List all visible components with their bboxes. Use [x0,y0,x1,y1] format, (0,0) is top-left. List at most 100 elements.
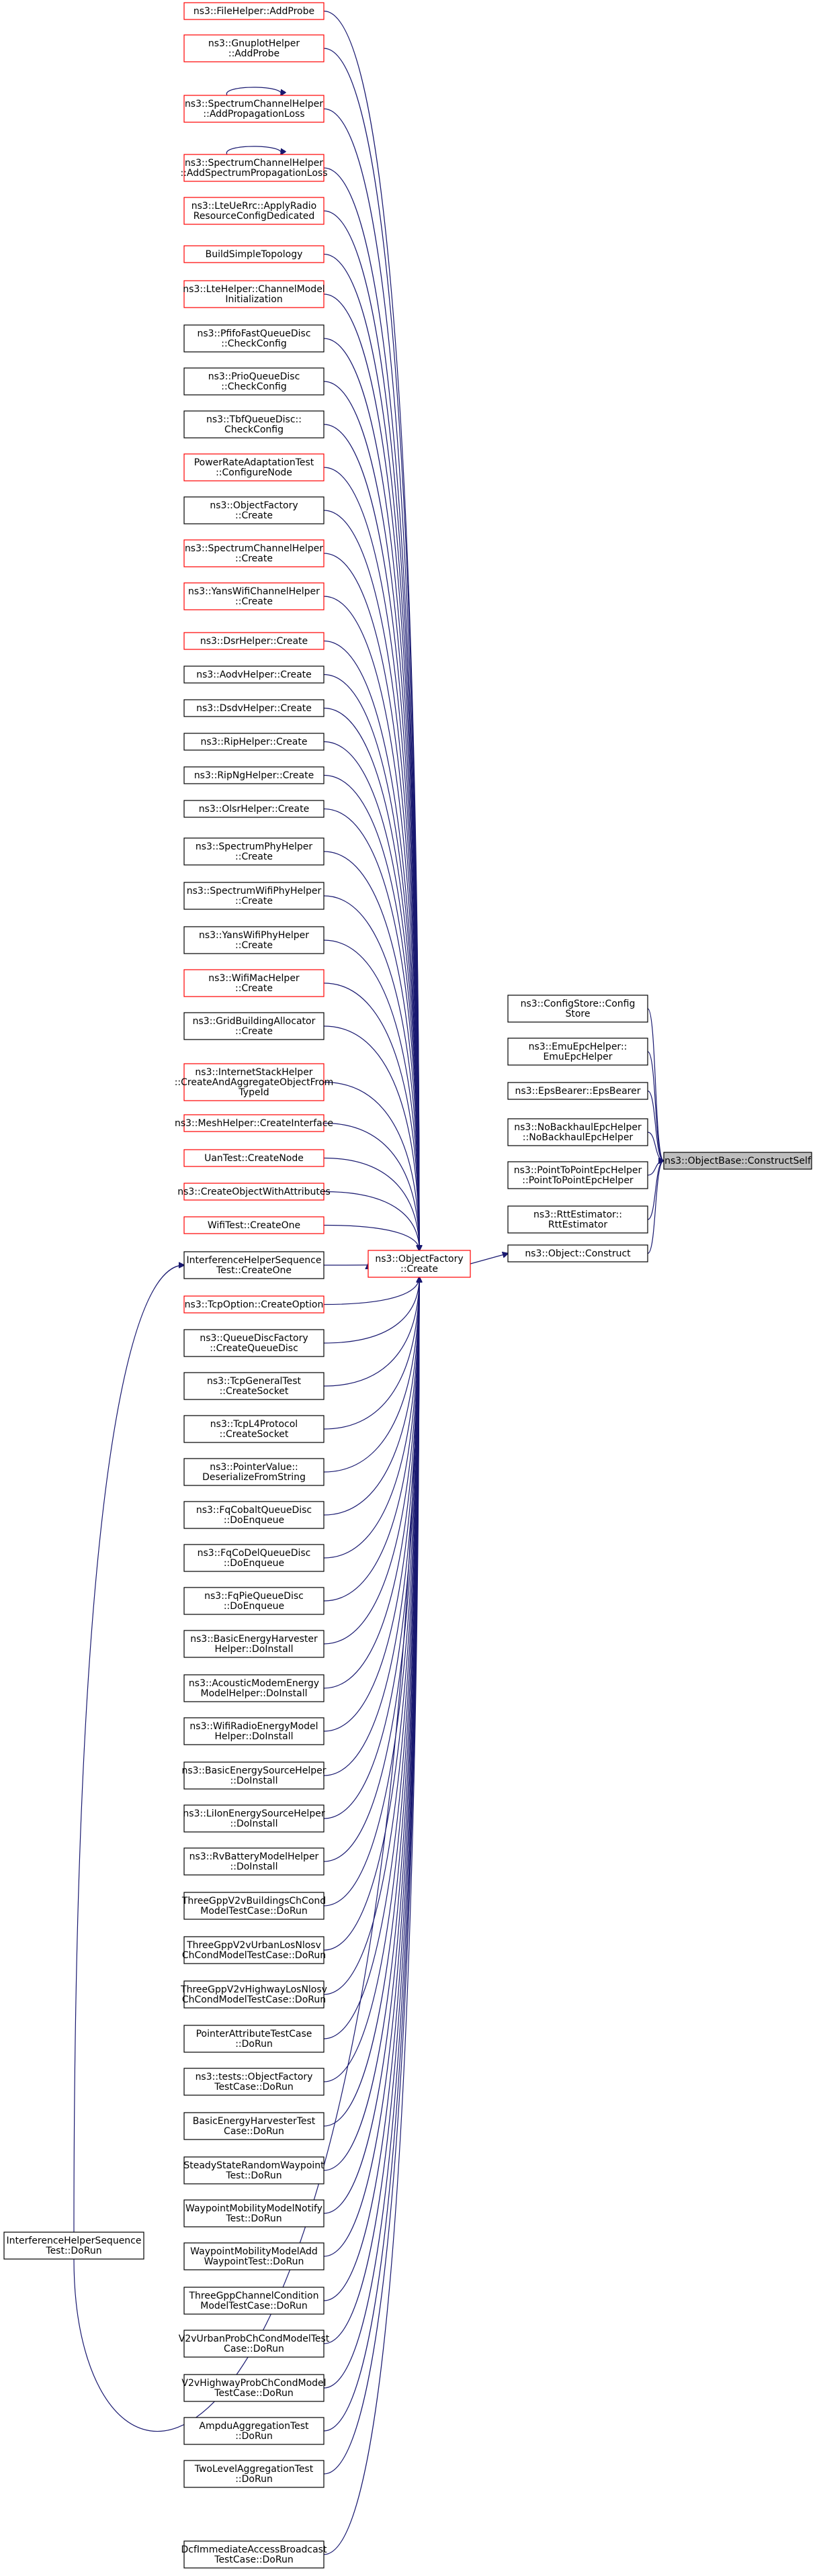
right-caller-node[interactable]: ns3::Object::Construct [507,1244,648,1262]
edge-caller-to-factory [323,939,419,1250]
caller-node-label-line: ::ConfigureNode [216,467,292,478]
caller-node-label-line: ::CreateSocket [220,1429,289,1440]
caller-node-box [183,324,325,353]
right-caller-node[interactable]: ns3::EmuEpcHelper::EmuEpcHelper [507,1038,648,1066]
caller-node[interactable]: ns3::InternetStackHelper::CreateAndAggre… [175,1063,334,1101]
nodes-layer: ns3::ObjectBase::ConstructSelf ns3::Confi… [3,2,812,2569]
caller-node[interactable]: ns3::OlsrHelper::Create [183,800,325,818]
caller-node[interactable]: ns3::FileHelper::AddProbe [183,2,325,20]
caller-node[interactable]: ns3::FqCobaltQueueDisc::DoEnqueue [183,1501,325,1529]
caller-node[interactable]: ns3::TcpOption::CreateOption [183,1295,325,1314]
factory-node-objectfactory-create[interactable]: ns3::ObjectFactory::Create [368,1250,471,1278]
caller-node[interactable]: ns3::MeshHelper::CreateInterface [175,1114,333,1132]
caller-node[interactable]: ns3::SpectrumChannelHelper::AddPropagati… [183,95,325,123]
caller-node[interactable]: ns3::FqCoDelQueueDisc::DoEnqueue [183,1544,325,1572]
caller-node[interactable]: ns3::SpectrumWifiPhyHelper::Create [183,882,325,910]
caller-node[interactable]: ns3::FqPieQueueDisc::DoEnqueue [183,1587,325,1615]
caller-node[interactable]: ns3::RvBatteryModelHelper::DoInstall [183,1847,325,1876]
caller-node-box [183,1329,325,1357]
caller-node[interactable]: ThreeGppChannelConditionModelTestCase::D… [183,2287,325,2315]
right-caller-node[interactable]: ns3::EpsBearer::EpsBearer [507,1082,648,1100]
caller-node-label-line: ThreeGppV2vUrbanLosNlosv [186,1940,321,1951]
caller-node[interactable]: ns3::PrioQueueDisc::CheckConfig [183,367,325,396]
caller-node[interactable]: ns3::WifiRadioEnergyModelHelper::DoInsta… [183,1717,325,1745]
caller-node[interactable]: ns3::LteHelper::ChannelModelInitializati… [183,280,325,308]
caller-node-box [183,2540,325,2569]
far-left-node-label-line: InterferenceHelperSequence [7,2236,142,2246]
caller-node-label-line: ns3::FqCobaltQueueDisc [196,1505,312,1516]
caller-node[interactable]: ns3::TcpGeneralTest::CreateSocket [183,1372,325,1400]
caller-node[interactable]: ns3::PointerValue::DeserializeFromString [183,1458,325,1486]
caller-node[interactable]: WaypointMobilityModelAddWaypointTest::Do… [183,2242,325,2270]
caller-node[interactable]: ns3::WifiMacHelper::Create [183,969,325,997]
caller-node-label-line: CheckConfig [224,424,284,435]
caller-node-label-line: ns3::DsdvHelper::Create [196,703,312,714]
right-caller-node[interactable]: ns3::PointToPointEpcHelper::PointToPoint… [507,1161,648,1189]
caller-node[interactable]: ns3::GnuplotHelper::AddProbe [183,34,325,62]
caller-node[interactable]: BuildSimpleTopology [183,245,325,263]
caller-node[interactable]: ns3::SpectrumPhyHelper::Create [183,837,325,866]
edge-right-to-target [647,1051,664,1161]
edge-caller-to-factory [323,1025,419,1250]
caller-node[interactable]: ns3::AodvHelper::Create [183,665,325,684]
caller-node[interactable]: PointerAttributeTestCase::DoRun [183,2025,325,2053]
edge-caller-to-factory [323,1277,419,2555]
caller-node-label-line: ns3::SpectrumChannelHelper [185,543,323,554]
caller-node[interactable]: ns3::BasicEnergyHarvesterHelper::DoInsta… [183,1630,325,1658]
caller-node[interactable]: AmpduAggregationTest::DoRun [183,2417,325,2445]
edge-caller-to-factory [323,1277,419,2432]
caller-node-label-line: Test::CreateOne [216,1265,292,1276]
caller-node-label-line: ns3::TcpOption::CreateOption [185,1299,324,1310]
caller-node[interactable]: ns3::QueueDiscFactory::CreateQueueDisc [183,1329,325,1357]
caller-node[interactable]: ns3::SpectrumChannelHelper::Create [183,539,325,567]
right-caller-node[interactable]: ns3::RttEstimator::RttEstimator [507,1205,648,1234]
caller-node-label-line: ns3::FqCoDelQueueDisc [198,1548,311,1559]
caller-node[interactable]: DcfImmediateAccessBroadcastTestCase::DoR… [181,2540,327,2569]
caller-node[interactable]: ns3::RipNgHelper::Create [183,766,325,784]
caller-node[interactable]: ns3::SpectrumChannelHelper::AddSpectrumP… [180,154,328,182]
edge-caller-to-factory [323,1224,419,1251]
caller-node[interactable]: ThreeGppV2vUrbanLosNlosvChCondModelTestC… [182,1936,326,1964]
edge-caller-to-factory [323,1264,375,1265]
caller-node[interactable]: ns3::YansWifiPhyHelper::Create [183,926,325,954]
caller-node-label-line: ns3::MeshHelper::CreateInterface [175,1118,333,1129]
caller-node[interactable]: PowerRateAdaptationTest::ConfigureNode [183,453,325,481]
caller-node-label-line: ns3::RipNgHelper::Create [194,770,314,781]
caller-node[interactable]: ns3::DsdvHelper::Create [183,699,325,717]
caller-node[interactable]: ns3::GridBuildingAllocator::Create [183,1012,325,1040]
caller-node[interactable]: TwoLevelAggregationTest::DoRun [183,2460,325,2488]
caller-node[interactable]: ns3::RipHelper::Create [183,733,325,751]
caller-node[interactable]: ns3::ObjectFactory::Create [183,496,325,524]
caller-node[interactable]: ns3::LteUeRrc::ApplyRadioResourceConfigD… [183,197,325,225]
caller-node[interactable]: ns3::PfifoFastQueueDisc::CheckConfig [183,324,325,353]
right-caller-node[interactable]: ns3::NoBackhaulEpcHelper::NoBackhaulEpcH… [507,1118,648,1146]
caller-node[interactable]: ThreeGppV2vBuildingsChCondModelTestCase:… [181,1892,326,1920]
caller-node[interactable]: UanTest::CreateNode [183,1149,325,1167]
caller-node[interactable]: ns3::AcousticModemEnergyModelHelper::DoI… [183,1674,325,1702]
caller-node-box [183,766,325,784]
caller-node[interactable]: WifiTest::CreateOne [183,1216,325,1234]
caller-node[interactable]: ns3::TbfQueueDisc::CheckConfig [183,410,325,439]
target-node-constructself[interactable]: ns3::ObjectBase::ConstructSelf [663,1152,812,1170]
caller-node[interactable]: ThreeGppV2vHighwayLosNlosvChCondModelTes… [180,1980,327,2009]
caller-node-label-line: ns3::TcpGeneralTest [207,1376,302,1387]
caller-node[interactable]: InterferenceHelperSequenceTest::CreateOn… [183,1251,325,1279]
caller-node[interactable]: ns3::TcpL4Protocol::CreateSocket [183,1415,325,1443]
caller-node[interactable]: ns3::BasicEnergySourceHelper::DoInstall [182,1761,327,1790]
caller-node[interactable]: ns3::LiIonEnergySourceHelper::DoInstall [183,1804,325,1833]
caller-node[interactable]: ns3::YansWifiChannelHelper::Create [183,582,325,610]
caller-node[interactable]: ns3::DsrHelper::Create [183,632,325,650]
caller-node-label-line: ThreeGppV2vBuildingsChCond [181,1896,326,1906]
caller-node[interactable]: ns3::CreateObjectWithAttributes [177,1183,331,1201]
right-caller-node[interactable]: ns3::ConfigStore::ConfigStore [507,995,648,1023]
caller-node-box [183,699,325,717]
caller-node-box [183,926,325,954]
